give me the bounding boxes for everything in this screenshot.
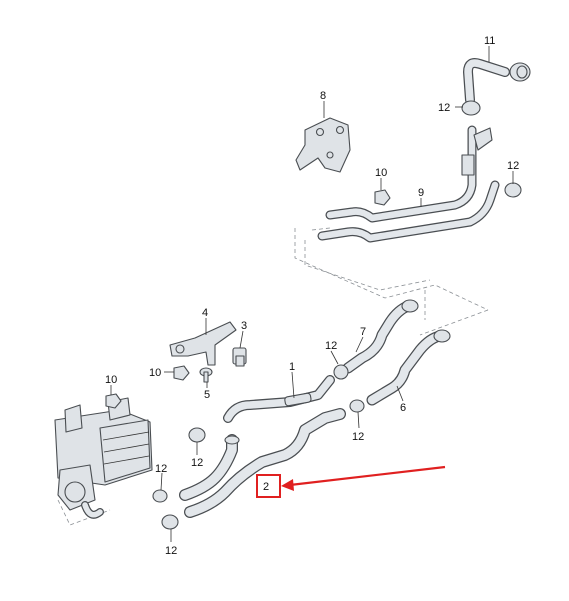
part-3-clip[interactable] xyxy=(232,347,247,367)
part-12-clamp-upper[interactable] xyxy=(461,100,481,116)
callout-10: 10 xyxy=(105,374,117,386)
part-12-clamp-right[interactable] xyxy=(504,182,522,198)
callout-3: 3 xyxy=(241,320,247,332)
callout-12: 12 xyxy=(352,431,364,443)
callout-labels: 11 8 12 10 9 12 4 3 7 12 10 10 5 1 6 12 … xyxy=(105,35,519,557)
arrow-head-icon xyxy=(281,479,294,491)
callout-12: 12 xyxy=(155,463,167,475)
callout-2: 2 xyxy=(263,481,269,493)
part-12-clamp-left-bottom[interactable] xyxy=(161,514,179,530)
arrow-shaft xyxy=(289,465,446,487)
part-12-clamp-mid[interactable] xyxy=(333,364,349,380)
part-10-nut-top[interactable] xyxy=(374,189,391,206)
part-4-bracket[interactable] xyxy=(169,321,237,366)
part-10-nut-far[interactable] xyxy=(105,393,122,409)
callout-8: 8 xyxy=(320,90,326,102)
highlight-box xyxy=(256,474,281,498)
part-7-hose[interactable] xyxy=(342,299,419,374)
leader-lines xyxy=(110,46,514,542)
callout-7: 7 xyxy=(360,326,366,338)
callout-12: 12 xyxy=(507,160,519,172)
callout-10: 10 xyxy=(375,167,387,179)
callout-9: 9 xyxy=(418,187,424,199)
callout-4: 4 xyxy=(202,307,208,319)
callout-12: 12 xyxy=(191,457,203,469)
part-2-y-hose[interactable] xyxy=(179,408,346,518)
callout-12: 12 xyxy=(325,340,337,352)
dashed-guide-lines xyxy=(57,227,489,526)
part-8-bracket[interactable] xyxy=(295,117,351,173)
part-12-clamp-left-mid[interactable] xyxy=(152,489,168,503)
callout-11: 11 xyxy=(484,35,495,47)
callout-1: 1 xyxy=(289,361,295,373)
part-9-double-pipe[interactable] xyxy=(317,125,500,243)
part-12-clamp-lower[interactable] xyxy=(349,399,365,413)
pump-assembly xyxy=(54,397,153,519)
part-10-nut-left[interactable] xyxy=(173,365,190,381)
callout-10: 10 xyxy=(149,367,161,379)
callout-12: 12 xyxy=(165,545,177,557)
part-11-hose[interactable] xyxy=(463,58,531,105)
highlight-callout-2: 2 xyxy=(256,465,446,498)
part-6-hose[interactable] xyxy=(366,329,451,406)
callout-12: 12 xyxy=(438,102,450,114)
callout-5: 5 xyxy=(204,389,210,401)
part-5-screw[interactable] xyxy=(199,367,213,383)
part-12-clamp-left-upper[interactable] xyxy=(188,427,206,443)
part-1-pipe[interactable] xyxy=(223,375,335,423)
callout-6: 6 xyxy=(400,402,406,414)
